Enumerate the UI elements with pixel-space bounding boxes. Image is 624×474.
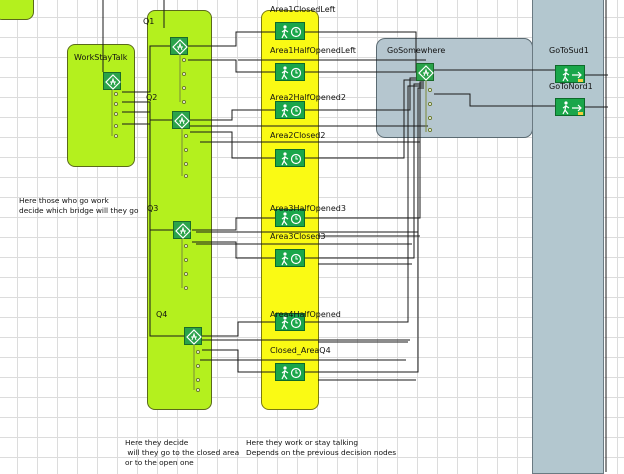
port-dot[interactable] bbox=[114, 134, 118, 138]
decide-note-line2: will they go to the closed area bbox=[125, 448, 240, 457]
decision-diamond-icon[interactable] bbox=[103, 72, 121, 90]
decision-diamond-icon[interactable] bbox=[416, 63, 434, 81]
port-dot[interactable] bbox=[182, 100, 186, 104]
port-dot[interactable] bbox=[184, 244, 188, 248]
decide-note-line3: or to the open one bbox=[125, 458, 194, 467]
wire bbox=[202, 321, 282, 337]
port-dot[interactable] bbox=[184, 148, 188, 152]
walking-person-clock-icon[interactable] bbox=[275, 101, 305, 119]
port-dot[interactable] bbox=[428, 88, 432, 92]
top-left-panel-fragment[interactable] bbox=[0, 0, 34, 20]
walking-person-clock-icon[interactable] bbox=[275, 149, 305, 167]
go-to-sud1-label: GoToSud1 bbox=[549, 46, 589, 55]
area4-half-opened-label: Area4HalfOpened bbox=[270, 310, 341, 319]
decision-diamond-icon[interactable] bbox=[173, 221, 191, 239]
port-dot[interactable] bbox=[114, 112, 118, 116]
port-dot[interactable] bbox=[182, 86, 186, 90]
area1-half-opened-left-label: Area1HalfOpenedLeft bbox=[270, 46, 356, 55]
area3-closed3-label: Area3Closed3 bbox=[270, 232, 326, 241]
q1-label: Q1 bbox=[143, 17, 155, 26]
port-dot[interactable] bbox=[114, 124, 118, 128]
port-dot[interactable] bbox=[196, 378, 200, 382]
wire bbox=[304, 81, 424, 219]
port-dot[interactable] bbox=[114, 102, 118, 106]
go-somewhere-label: GoSomewhere bbox=[387, 46, 446, 55]
wire bbox=[192, 217, 282, 231]
area3-half-opened3-label: Area3HalfOpened3 bbox=[270, 204, 346, 213]
work-note-line1: Here they work or stay talking bbox=[246, 438, 359, 447]
wire bbox=[188, 59, 282, 73]
decide-note-line1: Here they decide bbox=[125, 438, 189, 447]
walking-person-clock-icon[interactable] bbox=[275, 22, 305, 40]
port-dot[interactable] bbox=[184, 258, 188, 262]
walking-person-clock-icon[interactable] bbox=[275, 363, 305, 381]
work-stay-talk-panel[interactable] bbox=[67, 44, 135, 167]
port-dot[interactable] bbox=[196, 364, 200, 368]
walking-person-clock-icon[interactable] bbox=[275, 209, 305, 227]
port-dot[interactable] bbox=[428, 102, 432, 106]
walking-person-clock-icon[interactable] bbox=[275, 313, 305, 331]
work-stay-talk-label: WorkStayTalk bbox=[74, 53, 128, 62]
q4-label: Q4 bbox=[156, 310, 168, 319]
walking-person-arrow-icon[interactable] bbox=[555, 98, 585, 116]
port-dot[interactable] bbox=[428, 116, 432, 120]
wire bbox=[190, 109, 282, 121]
q2-label: Q2 bbox=[146, 93, 158, 102]
go-somewhere-panel[interactable] bbox=[376, 38, 533, 138]
wire bbox=[202, 349, 282, 373]
wire bbox=[434, 93, 556, 107]
decision-diamond-icon[interactable] bbox=[184, 327, 202, 345]
work-note-line2: Depends on the previous decision nodes bbox=[246, 448, 397, 457]
wire bbox=[122, 45, 178, 93]
wire bbox=[190, 131, 282, 159]
q3-label: Q3 bbox=[147, 204, 159, 213]
bridge-note-line2: decide which bridge will they go bbox=[19, 206, 139, 215]
wire bbox=[122, 101, 180, 121]
closed-area-q4-label: Closed_AreaQ4 bbox=[270, 346, 331, 355]
port-dot[interactable] bbox=[184, 286, 188, 290]
wire bbox=[304, 85, 424, 323]
area2-half-opened2-label: Area2HalfOpened2 bbox=[270, 93, 346, 102]
port-dot[interactable] bbox=[184, 272, 188, 276]
wire bbox=[122, 123, 192, 337]
wire bbox=[192, 241, 282, 259]
wire bbox=[188, 31, 282, 47]
port-dot[interactable] bbox=[196, 350, 200, 354]
port-dot[interactable] bbox=[184, 174, 188, 178]
port-dot[interactable] bbox=[184, 134, 188, 138]
port-dot[interactable] bbox=[114, 92, 118, 96]
walking-person-clock-icon[interactable] bbox=[275, 63, 305, 81]
wire bbox=[304, 87, 424, 373]
decision-diamond-icon[interactable] bbox=[170, 37, 188, 55]
area1-closed-left-label: Area1ClosedLeft bbox=[270, 5, 336, 14]
port-dot[interactable] bbox=[196, 388, 200, 392]
wire bbox=[304, 79, 424, 159]
port-dot[interactable] bbox=[182, 58, 186, 62]
port-dot[interactable] bbox=[428, 128, 432, 132]
go-to-nord1-label: GoToNord1 bbox=[549, 82, 593, 91]
walking-person-arrow-icon[interactable] bbox=[555, 65, 585, 83]
port-dot[interactable] bbox=[184, 162, 188, 166]
wire bbox=[304, 83, 424, 259]
bridge-note-line1: Here those who go work bbox=[19, 196, 109, 205]
area2-closed2-label: Area2Closed2 bbox=[270, 131, 326, 140]
decision-diamond-icon[interactable] bbox=[172, 111, 190, 129]
walking-person-clock-icon[interactable] bbox=[275, 249, 305, 267]
port-dot[interactable] bbox=[182, 72, 186, 76]
